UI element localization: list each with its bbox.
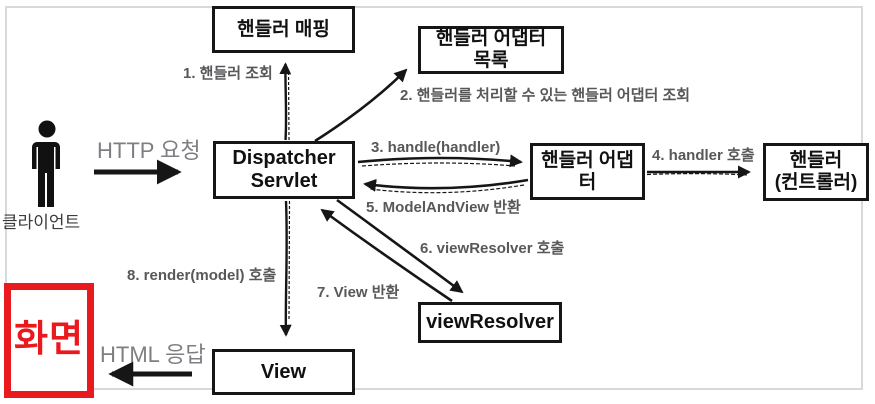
box-view: View xyxy=(212,349,355,395)
arrow-step1-handler-lookup xyxy=(279,62,292,141)
label-step4: 4. handler 호출 xyxy=(652,147,755,164)
arrow-step2-adapter-lookup xyxy=(314,68,408,143)
label-html-response: HTML 응답 xyxy=(100,342,206,367)
arrow-step8-render-call xyxy=(279,200,292,337)
arrow-step6-viewresolver-call xyxy=(336,198,464,294)
arrow-step4-echo xyxy=(646,173,749,176)
box-view-resolver: viewResolver xyxy=(418,302,562,343)
label-step7: 7. View 반환 xyxy=(317,284,400,301)
label-step3: 3. handle(handler) xyxy=(371,139,501,156)
arrow-step3-echo xyxy=(361,162,516,167)
arrow-step3-handle xyxy=(357,154,523,168)
label-step5: 5. ModelAndView 반환 xyxy=(366,199,521,216)
arrow-step5-echo xyxy=(369,184,525,194)
box-dispatcher-servlet: Dispatcher Servlet xyxy=(213,141,355,199)
arrow-step1-echo xyxy=(287,69,290,141)
client-label: 클라이언트 xyxy=(2,213,81,232)
arrow-step7-view-return xyxy=(320,208,453,303)
box-handler-adapter-list: 핸들러 어댑터 목록 xyxy=(418,26,564,74)
label-http-request: HTTP 요청 xyxy=(97,138,201,163)
label-step8: 8. render(model) 호출 xyxy=(127,267,277,284)
arrow-step8-echo xyxy=(288,200,291,321)
arrow-step5-modelandview-return xyxy=(363,178,529,192)
box-handler-adapter: 핸들러 어댑터 xyxy=(530,143,645,200)
label-step6: 6. viewResolver 호출 xyxy=(420,240,565,257)
label-step1: 1. 핸들러 조회 xyxy=(183,65,273,82)
box-screen: 화면 xyxy=(4,283,94,398)
client-person-icon xyxy=(32,120,60,207)
box-handler-controller: 핸들러 (컨트롤러) xyxy=(763,143,869,201)
box-handler-mapping: 핸들러 매핑 xyxy=(212,6,355,53)
label-step2: 2. 핸들러를 처리할 수 있는 핸들러 어댑터 조회 xyxy=(400,87,691,104)
